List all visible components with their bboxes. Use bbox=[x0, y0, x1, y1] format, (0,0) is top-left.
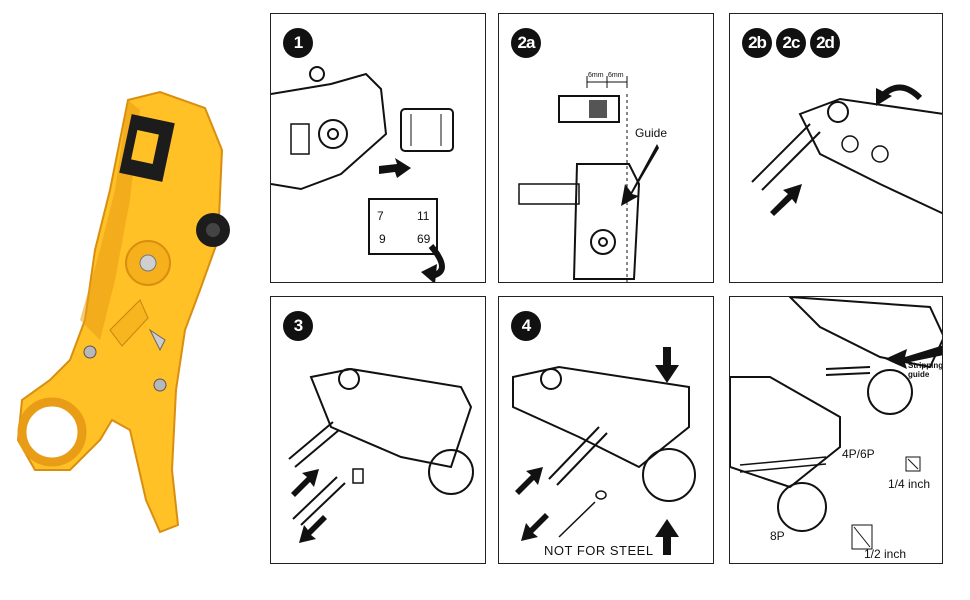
arrow-right-icon bbox=[379, 158, 411, 178]
label-11: 11 bbox=[417, 209, 430, 223]
quarter-inch-label: 1/4 inch bbox=[888, 477, 931, 491]
rod-insert-diagram bbox=[512, 347, 696, 555]
step-badge: 2b bbox=[742, 28, 772, 58]
step-2bcd-panel: 2b 2c 2d bbox=[729, 13, 943, 283]
label-69: 69 bbox=[417, 232, 431, 246]
stripping-guide-panel: Stripping guide 4P/6P 1/4 inch 8P 1/2 in… bbox=[729, 296, 943, 564]
arrow-down-icon bbox=[655, 365, 679, 383]
stripper-tool-photo bbox=[0, 90, 250, 550]
mm-label-right: 6mm bbox=[608, 72, 624, 79]
step-badge: 4 bbox=[511, 311, 541, 341]
cable-measure-diagram bbox=[518, 76, 659, 282]
tool-insert-diagram bbox=[271, 66, 454, 282]
stripping-guide-label: Stripping guide bbox=[908, 361, 943, 379]
cable-insert-diagram bbox=[288, 367, 474, 543]
guide-arrow-icon bbox=[885, 345, 942, 369]
rotate-arrow-icon bbox=[421, 264, 437, 282]
arrow-up-icon bbox=[655, 519, 679, 537]
arrow-down-left-icon bbox=[521, 513, 549, 541]
step-3-panel: 3 bbox=[270, 296, 486, 564]
step-badge: 2a bbox=[511, 28, 541, 58]
mm-label-left: 6mm bbox=[588, 72, 604, 79]
step-badge: 3 bbox=[283, 311, 313, 341]
guide-arrow-icon bbox=[621, 144, 659, 206]
guide-label: Guide bbox=[635, 126, 668, 140]
step-2a-panel: 2a 6mm 6mm Guide bbox=[498, 13, 714, 283]
step-4-panel: 4 NOT FOR STEEL bbox=[498, 296, 714, 564]
not-for-steel-label: NOT FOR STEEL bbox=[544, 543, 654, 558]
8p-label: 8P bbox=[770, 529, 785, 543]
4p6p-label: 4P/6P bbox=[842, 447, 875, 461]
arrow-up-right-icon bbox=[515, 467, 543, 495]
rotate-arrow-icon bbox=[876, 88, 892, 106]
step-badge: 1 bbox=[283, 28, 313, 58]
step-badge: 2d bbox=[810, 28, 840, 58]
arrow-up-right-icon bbox=[291, 469, 319, 497]
arrow-up-right-icon bbox=[770, 184, 802, 216]
label-7: 7 bbox=[377, 209, 384, 223]
arrow-down-left-icon bbox=[299, 515, 327, 543]
step-badge: 2c bbox=[776, 28, 806, 58]
step-1-panel: 1 7 11 9 69 bbox=[270, 13, 486, 283]
cable-strip-diagram bbox=[751, 84, 942, 216]
label-9: 9 bbox=[379, 232, 386, 246]
half-inch-label: 1/2 inch bbox=[864, 547, 907, 561]
stripping-guide-diagram bbox=[730, 297, 942, 550]
